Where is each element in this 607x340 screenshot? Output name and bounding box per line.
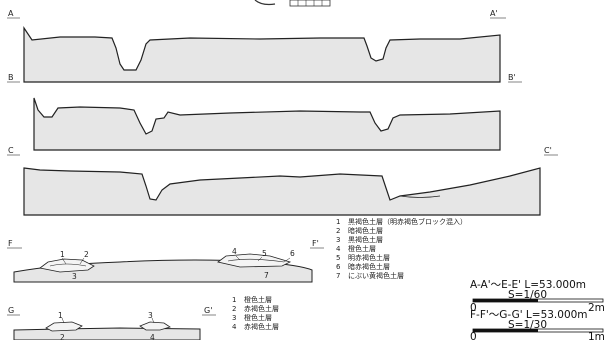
section-f-right-label: F' xyxy=(312,239,319,248)
section-b: B B' xyxy=(7,73,522,151)
section-f-layer-number: 1 xyxy=(60,250,65,259)
legend-section-f: 1 黒褐色土層（明赤褐色ブロック混入） 2 暗褐色土層 3 黒褐色土層 4 橙色… xyxy=(336,217,467,280)
scale-2-end: 1m xyxy=(588,331,605,340)
section-c-left-label: C xyxy=(8,146,14,155)
legend-g-number: 4 xyxy=(232,323,237,331)
section-g-feature-left xyxy=(45,321,83,332)
section-f-layer-number: 3 xyxy=(72,272,77,281)
section-g-layer-number: 4 xyxy=(150,333,155,340)
header-fragment xyxy=(254,0,331,7)
section-c: C C' xyxy=(7,146,558,216)
legend-g-number: 3 xyxy=(232,314,236,322)
section-g-layer-number: 2 xyxy=(60,333,65,340)
section-g-left-label: G xyxy=(8,306,14,315)
section-g: G G' 1 2 3 4 xyxy=(7,306,216,340)
section-b-left-label: B xyxy=(8,73,14,82)
scale-1-title: A-A'～E-E' L=53.000m xyxy=(470,279,586,291)
legend-g-text: 赤褐色土層 xyxy=(244,322,279,331)
scale-1-end: 2m xyxy=(588,302,605,314)
section-f-left-label: F xyxy=(8,239,13,248)
scale-1-ratio: S=1/60 xyxy=(508,289,547,301)
section-g-feature-right xyxy=(139,321,171,331)
section-f-layer-number: 5 xyxy=(262,249,267,258)
section-a-left-label: A xyxy=(8,9,14,18)
section-f-feature-left xyxy=(39,258,95,273)
section-f-layer-number: 2 xyxy=(84,250,89,259)
section-f-feature-right xyxy=(217,253,292,268)
legend-f-text: 黒褐色土層（明赤褐色ブロック混入） xyxy=(348,217,467,226)
section-f-layer-number: 6 xyxy=(290,249,295,258)
section-a-profile xyxy=(23,26,501,83)
scale-bar-1-30: F-F'～G-G' L=53.000m S=1/30 0 1m xyxy=(470,309,605,340)
legend-f-number: 5 xyxy=(336,254,340,262)
legend-f-text: 橙色土層 xyxy=(348,244,376,253)
legend-f-number: 7 xyxy=(336,272,340,280)
section-g-layer-number: 1 xyxy=(58,311,63,320)
legend-f-text: 明赤褐色土層 xyxy=(348,253,390,262)
legend-f-number: 6 xyxy=(336,263,341,271)
legend-f-number: 4 xyxy=(336,245,341,253)
scale-bar-1-60: A-A'～E-E' L=53.000m S=1/60 0 2m xyxy=(470,279,605,314)
section-g-layer-number: 3 xyxy=(148,311,153,320)
legend-f-text: にぶい黄褐色土層 xyxy=(348,271,404,280)
legend-g-number: 1 xyxy=(232,296,236,304)
section-f-layer-number: 4 xyxy=(232,247,237,256)
section-g-ground xyxy=(13,327,201,340)
legend-f-text: 暗褐色土層 xyxy=(348,226,383,235)
section-b-profile xyxy=(33,97,501,151)
legend-f-number: 3 xyxy=(336,236,340,244)
section-f: F F' 1 2 3 4 5 6 7 xyxy=(7,239,324,283)
legend-section-g: 1 橙色土層 2 赤褐色土層 3 橙色土層 4 赤褐色土層 xyxy=(232,295,279,331)
section-f-layer-number: 7 xyxy=(264,271,269,280)
legend-g-number: 2 xyxy=(232,305,236,313)
legend-g-text: 橙色土層 xyxy=(244,313,272,322)
section-g-right-label: G' xyxy=(204,306,212,315)
scale-1-start: 0 xyxy=(470,302,477,314)
section-a: A A' xyxy=(7,9,506,83)
legend-g-text: 赤褐色土層 xyxy=(244,304,279,313)
legend-f-text: 黒褐色土層 xyxy=(348,235,383,244)
legend-f-number: 1 xyxy=(336,218,340,226)
scale-2-ratio: S=1/30 xyxy=(508,319,547,331)
legend-f-text: 暗赤褐色土層 xyxy=(348,262,390,271)
section-b-right-label: B' xyxy=(508,73,516,82)
scale-2-title: F-F'～G-G' L=53.000m xyxy=(470,309,588,321)
section-c-profile xyxy=(23,167,541,216)
legend-f-number: 2 xyxy=(336,227,340,235)
section-a-right-label: A' xyxy=(490,9,498,18)
legend-g-text: 橙色土層 xyxy=(244,295,272,304)
scale-2-start: 0 xyxy=(470,331,477,340)
section-c-right-label: C' xyxy=(544,146,552,155)
